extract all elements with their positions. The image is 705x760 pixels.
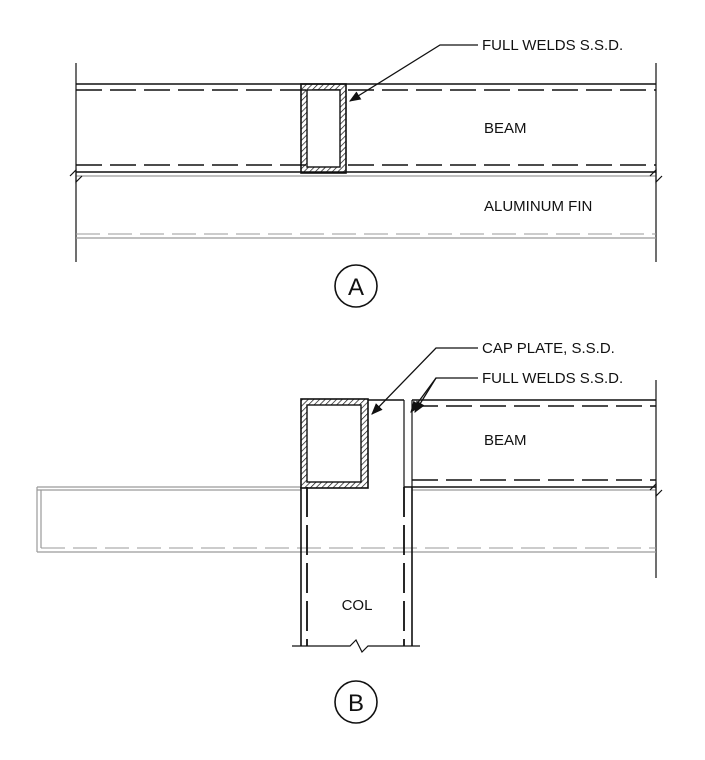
detail-b-cap-section [300,398,404,489]
detail-b-aluminum-fin [36,486,656,553]
detail-b-break-right [649,482,663,498]
detail-a: FULL WELDS S.S.D. BEAM ALUMINUM FIN A [69,37,663,308]
detail-a-break-right [649,168,663,184]
detail-b: CAP PLATE, S.S.D. FULL WELDS S.S.D. BEAM… [36,340,663,724]
detail-b-beam [403,399,656,488]
detail-b-weld-leader-left [410,377,478,413]
detail-a-bubble-letter: A [348,274,364,301]
detail-b-bubble-letter: B [348,690,364,717]
detail-a-aluminum-fin [76,175,656,239]
detail-a-weld-note: FULL WELDS S.S.D. [482,37,623,54]
detail-b-cap-leader [371,347,478,415]
detail-b-col-label: COL [342,597,373,614]
detail-a-beam [76,83,656,173]
detail-b-cap-note: CAP PLATE, S.S.D. [482,340,615,357]
detail-a-bubble [334,264,378,308]
detail-a-break-left [69,168,83,184]
detail-a-tube-section [300,83,347,174]
detail-a-fin-label: ALUMINUM FIN [484,198,592,215]
detail-b-bubble [334,680,378,724]
detail-b-weld-note: FULL WELDS S.S.D. [482,370,623,387]
detail-b-column [292,487,420,654]
detail-b-weld-leader-right [414,377,437,413]
detail-b-beam-label: BEAM [484,432,527,449]
detail-a-weld-leader [349,44,478,102]
detail-a-beam-label: BEAM [484,120,527,137]
